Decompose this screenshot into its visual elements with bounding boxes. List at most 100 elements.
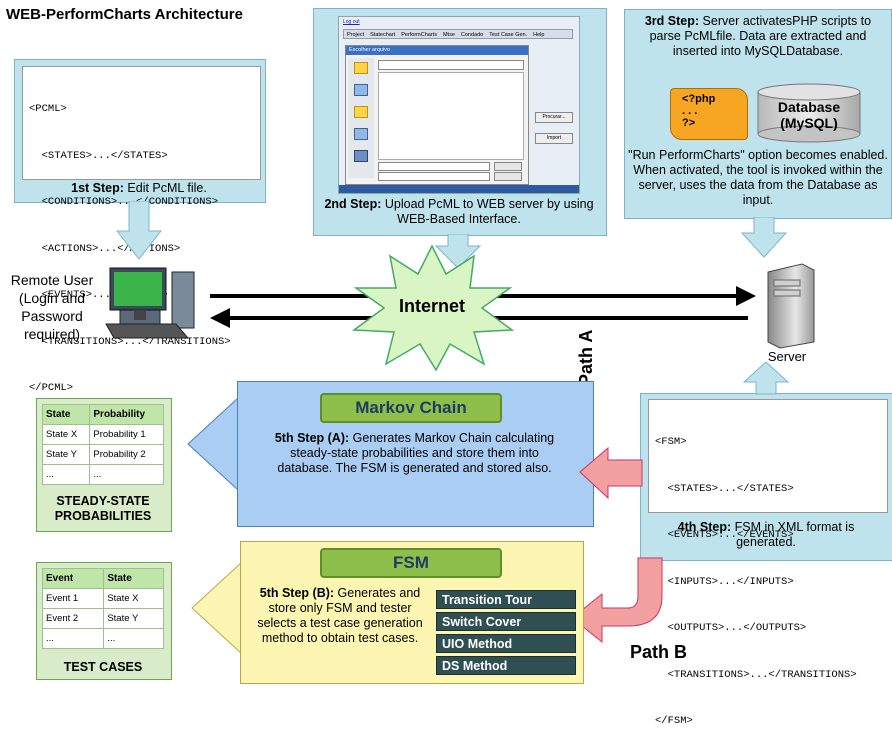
- table-cell: State X: [41, 424, 91, 445]
- fsm-line: <EVENTS>...</EVENTS>: [655, 529, 794, 541]
- pcml-line: <PCML>: [29, 103, 67, 115]
- diagram-title: WEB-PerformCharts Architecture: [6, 6, 243, 23]
- table-header: Probability: [89, 404, 164, 425]
- screenshot-nav: Project Statechart PerformCharts Mtse Co…: [343, 29, 573, 39]
- fsm-line: <INPUTS>...</INPUTS>: [655, 575, 794, 588]
- upload-screenshot: Log out Project Statechart PerformCharts…: [338, 16, 580, 194]
- nav-item: Statechart: [370, 32, 396, 38]
- internet-label: Internet: [398, 296, 465, 316]
- browse-button[interactable]: Procurar...: [535, 112, 573, 123]
- table-cell: ...: [103, 628, 164, 649]
- table-cell: ...: [89, 464, 164, 485]
- table-cell: Probability 1: [89, 424, 164, 445]
- step2-label: 2nd Step:: [324, 197, 382, 211]
- fsm-badge: FSM: [320, 548, 502, 578]
- step2-caption: 2nd Step: Upload PcML to WEB server by u…: [318, 197, 600, 227]
- table-header: Event: [41, 568, 105, 589]
- table-cell: ...: [41, 464, 91, 485]
- table-row: ......: [41, 464, 164, 485]
- step1-caption: 1st Step: Edit PcML file.: [14, 181, 264, 196]
- step1-text: Edit PcML file.: [127, 181, 207, 195]
- step1-down-arrow: [115, 201, 163, 260]
- pcml-line: <STATES>...</STATES>: [29, 149, 168, 162]
- step1-label: 1st Step:: [71, 181, 124, 195]
- step4-text: FSM in XML format is generated.: [734, 520, 855, 549]
- fsm-step-text: Generates and store only FSM and tester …: [257, 586, 423, 645]
- table-cell: State X: [103, 588, 164, 609]
- nav-item: Project: [347, 32, 365, 38]
- method-transition-tour[interactable]: Transition Tour: [436, 590, 576, 609]
- step3-down-arrow: [740, 217, 788, 258]
- path-b-label: Path B: [630, 642, 688, 662]
- import-button[interactable]: Import: [535, 133, 573, 144]
- markov-left-arrow: [187, 396, 239, 492]
- step3-label: 3rd Step:: [644, 14, 700, 28]
- test-cases-label: TEST CASES: [63, 660, 143, 674]
- step3-caption: 3rd Step: Server activatesPHP scripts to…: [628, 14, 888, 59]
- remote-user-label: Remote User (Login and Password required…: [10, 272, 94, 342]
- step4-caption: 4th Step: FSM in XML format is generated…: [648, 520, 884, 550]
- path-a-label: Path A: [576, 329, 596, 386]
- fsm-line: <OUTPUTS>...</OUTPUTS>: [655, 622, 807, 634]
- fsm-line: <TRANSITIONS>...</TRANSITIONS>: [655, 668, 857, 681]
- uplink-arrowhead: [736, 286, 756, 306]
- dialog-places: [348, 58, 374, 178]
- fsm-line: <FSM>: [655, 436, 687, 448]
- step2-down-arrow: [434, 234, 482, 269]
- method-switch-cover[interactable]: Switch Cover: [436, 612, 576, 631]
- markov-step-text: Generates Markov Chain calculating stead…: [277, 431, 555, 475]
- fsm-step-label: 5th Step (B):: [259, 586, 335, 600]
- file-dialog: Escolher arquivo: [345, 45, 529, 185]
- database-label: Database (MySQL): [754, 99, 864, 131]
- markov-caption: 5th Step (A): Generates Markov Chain cal…: [262, 431, 567, 476]
- steady-state-label: STEADY-STATE PROBABILITIES: [54, 494, 152, 523]
- method-uio[interactable]: UIO Method: [436, 634, 576, 653]
- database-label-line1: Database: [777, 99, 841, 115]
- screenshot-header: Log out: [343, 19, 360, 25]
- internet-burst-icon: [351, 244, 514, 372]
- nav-item: Test Case Gen.: [489, 32, 528, 38]
- server-label: Server: [767, 349, 807, 364]
- table-cell: Probability 2: [89, 444, 164, 465]
- fsm-line: <STATES>...</STATES>: [655, 482, 794, 495]
- step3-text: Server activatesPHP scripts to parse PcM…: [649, 14, 872, 58]
- table-row: ......: [41, 628, 164, 649]
- path-b-arrow: [571, 557, 663, 644]
- nav-item: Help: [533, 32, 545, 38]
- table-cell: State Y: [41, 444, 91, 465]
- fsm-line: </FSM>: [655, 715, 693, 727]
- dialog-title: Escolher arquivo: [346, 46, 528, 55]
- table-header: State: [103, 568, 164, 589]
- nav-item: Condado: [460, 32, 484, 38]
- markov-chain-badge: Markov Chain: [320, 393, 502, 423]
- database-label-line2: (MySQL): [780, 115, 838, 131]
- nav-item: PerformCharts: [401, 32, 437, 38]
- step3-caption-2: "Run PerformCharts" option becomes enabl…: [628, 148, 888, 207]
- pcml-code: <PCML> <STATES>...</STATES> <CONDITIONS>…: [22, 66, 261, 394]
- table-cell: State Y: [103, 608, 164, 629]
- server-icon: [767, 263, 815, 349]
- nav-item: Mtse: [442, 32, 455, 38]
- table-cell: Event 1: [41, 588, 105, 609]
- computer-icon: [105, 267, 195, 339]
- step4-up-arrow: [742, 361, 790, 395]
- table-cell: Event 2: [41, 608, 105, 629]
- markov-step-label: 5th Step (A):: [274, 431, 350, 445]
- php-script-text: <?php . . . ?>: [682, 93, 716, 129]
- database-icon: [757, 83, 861, 143]
- method-ds[interactable]: DS Method: [436, 656, 576, 675]
- path-a-arrow: [579, 446, 643, 500]
- fsm-code: <FSM> <STATES>...</STATES> <EVENTS>...</…: [648, 399, 888, 727]
- step2-text: Upload PcML to WEB server by using WEB-B…: [384, 197, 594, 226]
- fsm-left-arrow: [191, 560, 243, 656]
- table-cell: ...: [41, 628, 105, 649]
- fsm-caption: 5th Step (B): Generates and store only F…: [248, 586, 432, 646]
- downlink-arrowhead: [210, 308, 230, 328]
- php-script-icon: [670, 88, 748, 140]
